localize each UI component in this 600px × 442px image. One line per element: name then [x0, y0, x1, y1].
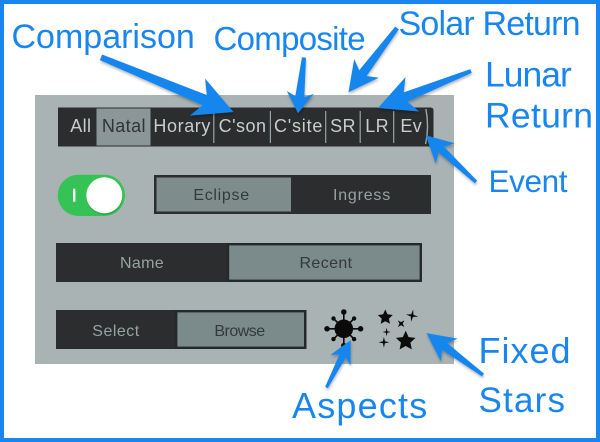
svg-text:Event: Event — [489, 163, 568, 199]
svg-text:Horary: Horary — [153, 116, 211, 136]
svg-text:Lunar: Lunar — [485, 55, 572, 95]
svg-text:Comparison: Comparison — [12, 18, 195, 56]
svg-text:Natal: Natal — [102, 116, 146, 136]
svg-text:Composite: Composite — [214, 20, 365, 57]
svg-text:Name: Name — [120, 255, 164, 272]
svg-text:C'site: C'site — [274, 116, 323, 136]
svg-text:Aspects: Aspects — [292, 385, 428, 426]
svg-text:SR: SR — [330, 116, 356, 136]
svg-text:Stars: Stars — [479, 381, 567, 420]
svg-text:Recent: Recent — [299, 255, 352, 272]
svg-text:Ev: Ev — [400, 116, 422, 136]
svg-text:C'son: C'son — [219, 116, 267, 136]
svg-text:Return: Return — [485, 96, 593, 136]
svg-text:Select: Select — [92, 323, 140, 340]
svg-text:Browse: Browse — [214, 323, 265, 340]
svg-text:LR: LR — [365, 116, 389, 136]
svg-text:Eclipse: Eclipse — [193, 187, 249, 204]
svg-text:Solar Return: Solar Return — [399, 5, 580, 43]
svg-text:Fixed: Fixed — [479, 330, 572, 371]
svg-text:All: All — [70, 116, 91, 136]
svg-text:Ingress: Ingress — [333, 187, 391, 204]
